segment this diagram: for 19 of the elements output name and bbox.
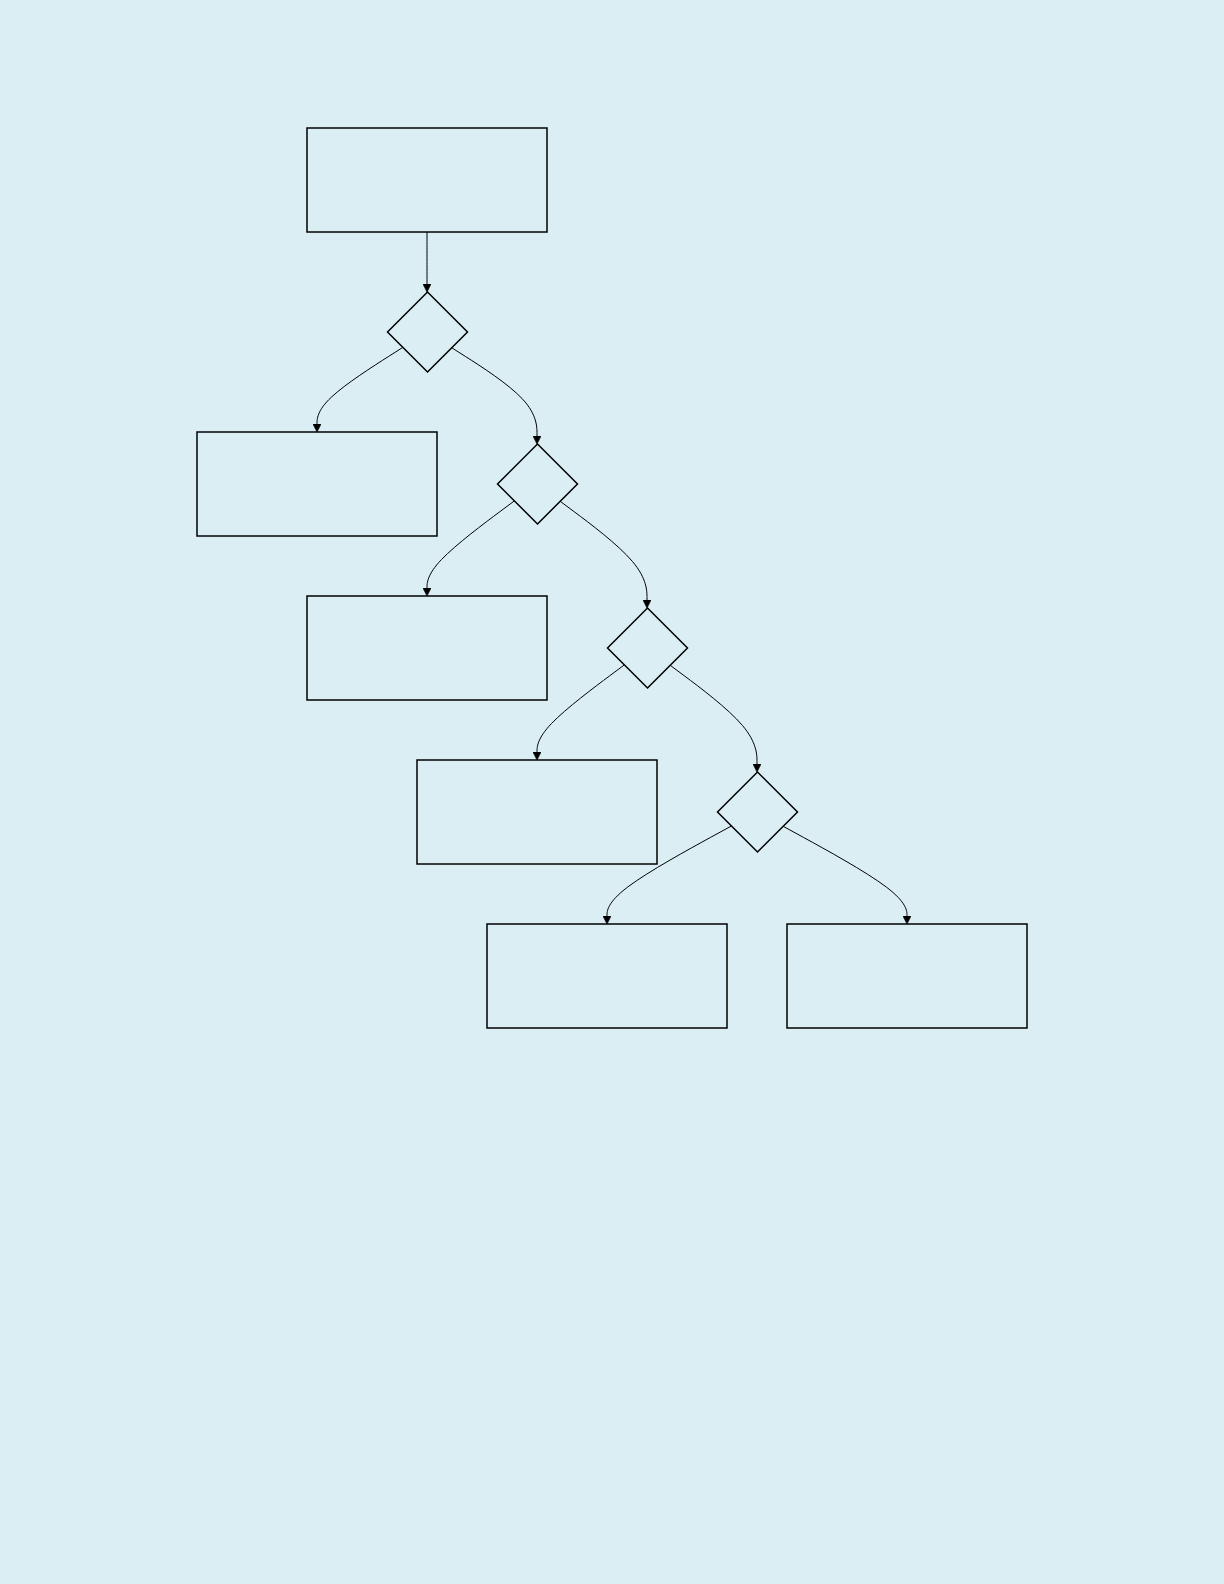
node-diamond [496, 442, 579, 526]
arrow [532, 664, 625, 761]
node-box [786, 923, 1028, 1029]
node-box [306, 127, 548, 233]
arrow [312, 347, 404, 433]
arrow [422, 231, 432, 293]
node-diamond [716, 770, 799, 854]
node-box [486, 923, 728, 1029]
arrow [602, 825, 732, 925]
arrow [559, 500, 652, 609]
node-box [306, 595, 548, 701]
arrow [782, 825, 912, 925]
arrow [422, 500, 515, 597]
node-diamond [606, 606, 689, 690]
node-diamond [386, 290, 469, 374]
arrow [450, 347, 542, 445]
node-box [196, 431, 438, 537]
node-box [416, 759, 658, 865]
arrow [669, 664, 762, 773]
